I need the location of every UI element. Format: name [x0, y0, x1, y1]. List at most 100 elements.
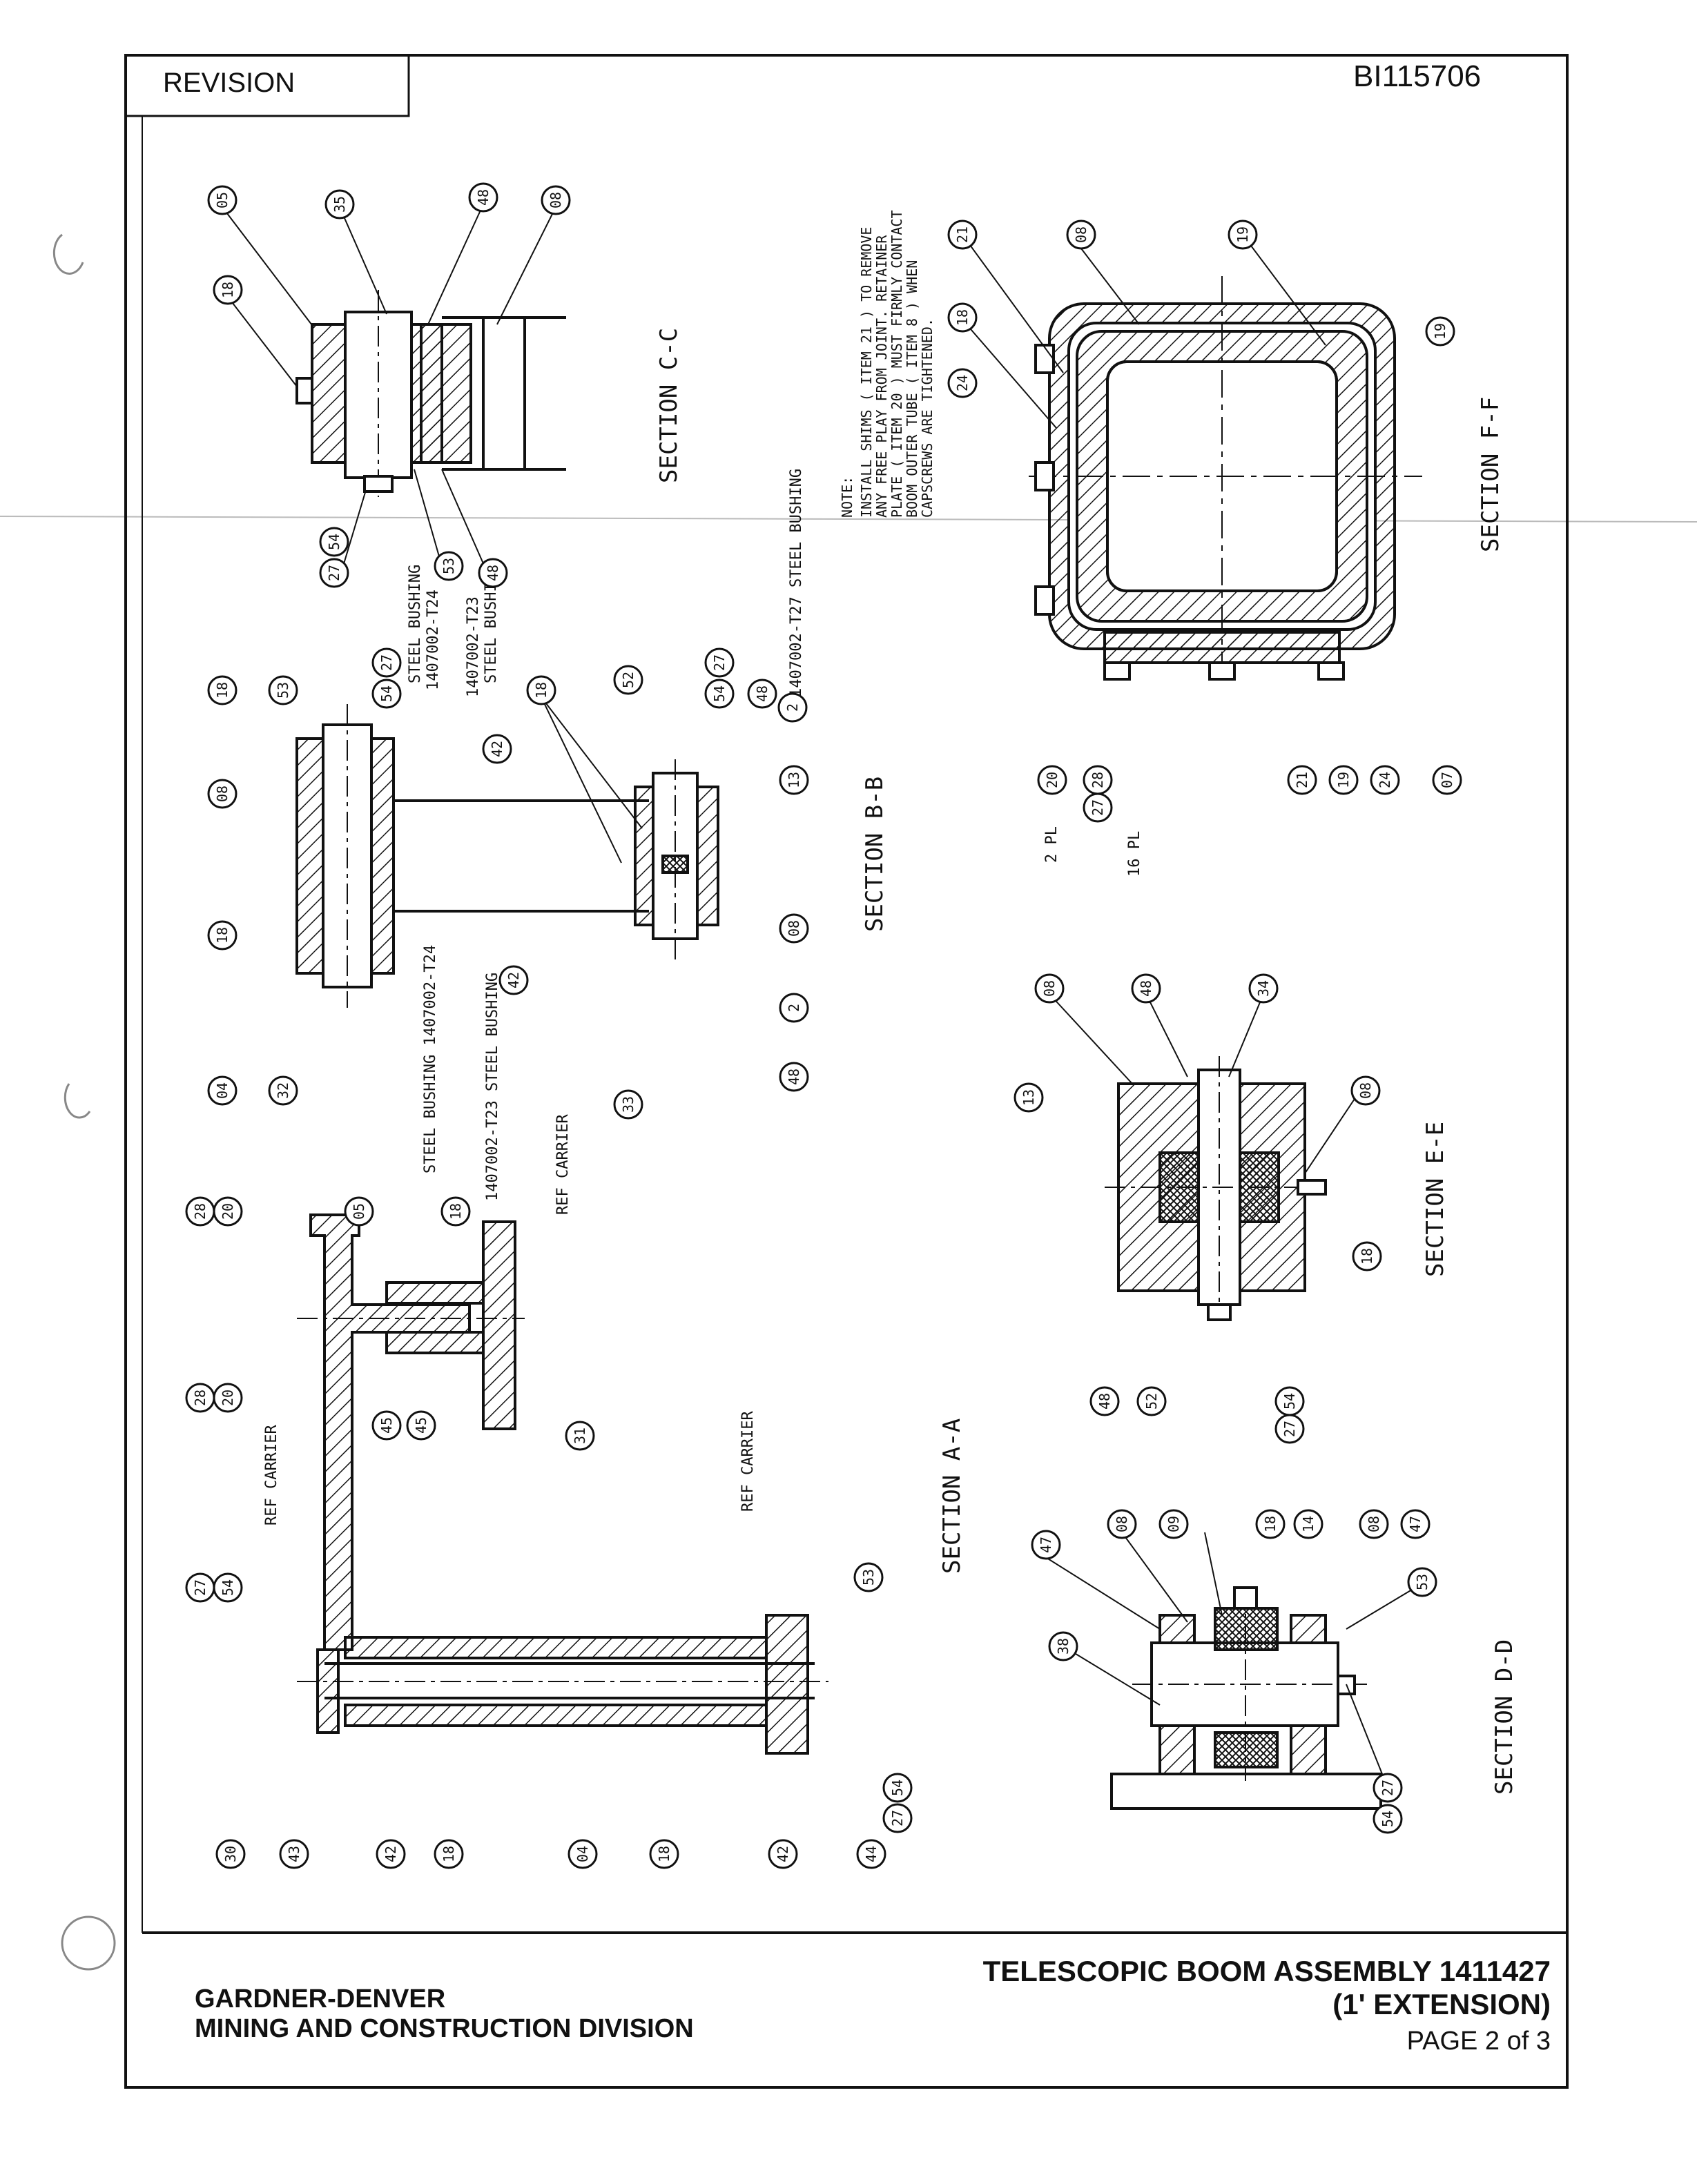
section-bb-label: SECTION B-B [861, 777, 889, 932]
leader-lines [222, 204, 1416, 1788]
bushing-t23-label-a: 1407002-T23 [465, 596, 482, 697]
section-ee-label: SECTION E-E [1422, 1122, 1449, 1277]
balloon-dd-4: 14 [1293, 1509, 1323, 1539]
ref-carrier-label-1: REF CARRIER [554, 1114, 572, 1215]
bb-bottom-t23-label: 1407002-T23 STEEL BUSHING [484, 973, 501, 1201]
balloon-text: 34 [1255, 980, 1272, 997]
balloon-text: 54 [1281, 1393, 1298, 1410]
balloon-text: 18 [440, 1846, 457, 1862]
section-cc-view [295, 290, 566, 497]
balloon-text: 08 [1114, 1516, 1130, 1532]
balloon-bb-7: 18 [526, 675, 556, 705]
bushing-t27-label: 1407002-T27 STEEL BUSHING [788, 469, 805, 697]
sheet-border [124, 54, 1569, 2089]
balloon-aa-0: 28 [185, 1196, 215, 1227]
balloon-text: 48 [1096, 1393, 1113, 1410]
balloon-aa-15: 18 [434, 1839, 464, 1869]
balloon-text: 42 [775, 1846, 791, 1862]
page-number: PAGE 2 of 3 [1406, 2027, 1551, 2056]
balloon-ff-5: 24 [947, 368, 978, 398]
balloon-bb-18: 08 [779, 913, 809, 944]
balloon-text: 48 [786, 1069, 802, 1085]
balloon-text: 19 [1234, 226, 1251, 243]
balloon-text: 05 [351, 1203, 367, 1220]
balloon-text: 45 [378, 1417, 395, 1434]
balloon-text: 48 [475, 189, 492, 206]
balloon-text: 54 [378, 685, 395, 702]
company-division: MINING AND CONSTRUCTION DIVISION [195, 2014, 694, 2043]
balloon-text: 19 [1432, 323, 1448, 340]
balloon-text: 42 [382, 1846, 399, 1862]
revision-label: REVISION [163, 68, 295, 98]
note-line-5: CAPSCREWS ARE TIGHTENED. [919, 318, 935, 518]
balloon-ff-1: 08 [1066, 220, 1096, 250]
bushing-t24-label-a: STEEL BUSHING [407, 565, 424, 683]
balloon-ee-3: 13 [1014, 1082, 1044, 1113]
section-ee-view [1105, 1056, 1327, 1321]
balloon-text: 18 [656, 1846, 672, 1862]
assembly-title: TELESCOPIC BOOM ASSEMBLY 1411427 [982, 1955, 1551, 1987]
balloon-text: 28 [192, 1390, 209, 1406]
balloon-text: 19 [1335, 772, 1352, 788]
balloon-aa-6: 45 [371, 1410, 402, 1441]
section-ff-view [1029, 276, 1422, 681]
note-block: NOTE: INSTALL SHIMS ( ITEM 21 ) TO REMOV… [839, 210, 935, 518]
balloon-text: 18 [1262, 1516, 1279, 1532]
balloon-dd-5: 08 [1359, 1509, 1389, 1539]
balloon-aa-21: 27 [882, 1803, 913, 1833]
balloon-text: 35 [331, 196, 348, 213]
balloon-text: 04 [574, 1846, 591, 1862]
section-ff-label: SECTION F-F [1477, 397, 1504, 552]
section-aa-view [297, 1213, 828, 1755]
balloon-text: 27 [326, 565, 342, 581]
balloon-dd-3: 18 [1255, 1509, 1286, 1539]
balloon-text: 2 [786, 1004, 802, 1012]
balloon-text: 31 [572, 1427, 588, 1444]
balloon-bb-15: 48 [747, 679, 777, 709]
balloon-ee-1: 48 [1131, 973, 1161, 1004]
ref-carrier-label-2: REF CARRIER [263, 1425, 280, 1525]
balloon-text: 27 [192, 1579, 209, 1596]
balloon-cc-0: 05 [207, 185, 237, 215]
balloon-bb-2: 27 [371, 647, 402, 678]
balloon-ff-9: 21 [1287, 765, 1317, 795]
note-line-3: PLATE ( ITEM 20 ) MUST FIRMLY CONTACT [889, 210, 905, 518]
balloon-text: 27 [1089, 799, 1106, 816]
balloon-bb-8: 04 [207, 1075, 237, 1106]
balloon-text: 08 [1366, 1516, 1382, 1532]
note-line-1: INSTALL SHIMS ( ITEM 21 ) TO REMOVE [858, 227, 875, 518]
balloon-text: 24 [1377, 772, 1393, 788]
balloon-aa-14: 42 [376, 1839, 406, 1869]
balloon-ff-11: 24 [1370, 765, 1400, 795]
balloon-cc-5: 27 [319, 558, 349, 588]
binder-holes [52, 233, 116, 1971]
balloon-ee-0: 08 [1034, 973, 1065, 1004]
balloon-text: 08 [786, 920, 802, 937]
balloon-aa-18: 42 [768, 1839, 798, 1869]
balloon-bb-13: 27 [704, 647, 735, 678]
section-labels: SECTION C-C SECTION B-B SECTION F-F SECT… [655, 328, 1518, 1795]
note-line-2: ANY FREE PLAY FROM JOINT. RETAINER [873, 235, 890, 518]
assembly-subtitle: (1' EXTENSION) [1332, 1988, 1551, 2020]
note-title: NOTE: [839, 476, 855, 518]
balloon-text: 53 [1414, 1574, 1431, 1590]
balloon-cc-3: 08 [541, 185, 571, 215]
balloon-text: 48 [485, 565, 501, 581]
balloon-ff-6: 20 [1037, 765, 1067, 795]
balloon-aa-2: 05 [344, 1196, 374, 1227]
balloon-text: 27 [711, 654, 728, 671]
balloon-text: 14 [1300, 1516, 1317, 1532]
balloon-aa-9: 27 [185, 1572, 215, 1603]
balloon-text: 54 [889, 1780, 906, 1796]
balloon-aa-10: 54 [213, 1572, 243, 1603]
balloon-dd-10: 54 [1373, 1804, 1403, 1834]
balloon-bb-5: 18 [207, 920, 237, 950]
balloon-ff-12: 07 [1432, 765, 1462, 795]
balloon-text: 27 [889, 1810, 906, 1826]
balloon-bb-14: 54 [704, 679, 735, 709]
balloon-ee-8: 54 [1274, 1386, 1305, 1416]
balloon-ee-4: 08 [1350, 1075, 1381, 1106]
balloon-text: 20 [1044, 772, 1060, 788]
balloon-text: 18 [533, 682, 550, 699]
